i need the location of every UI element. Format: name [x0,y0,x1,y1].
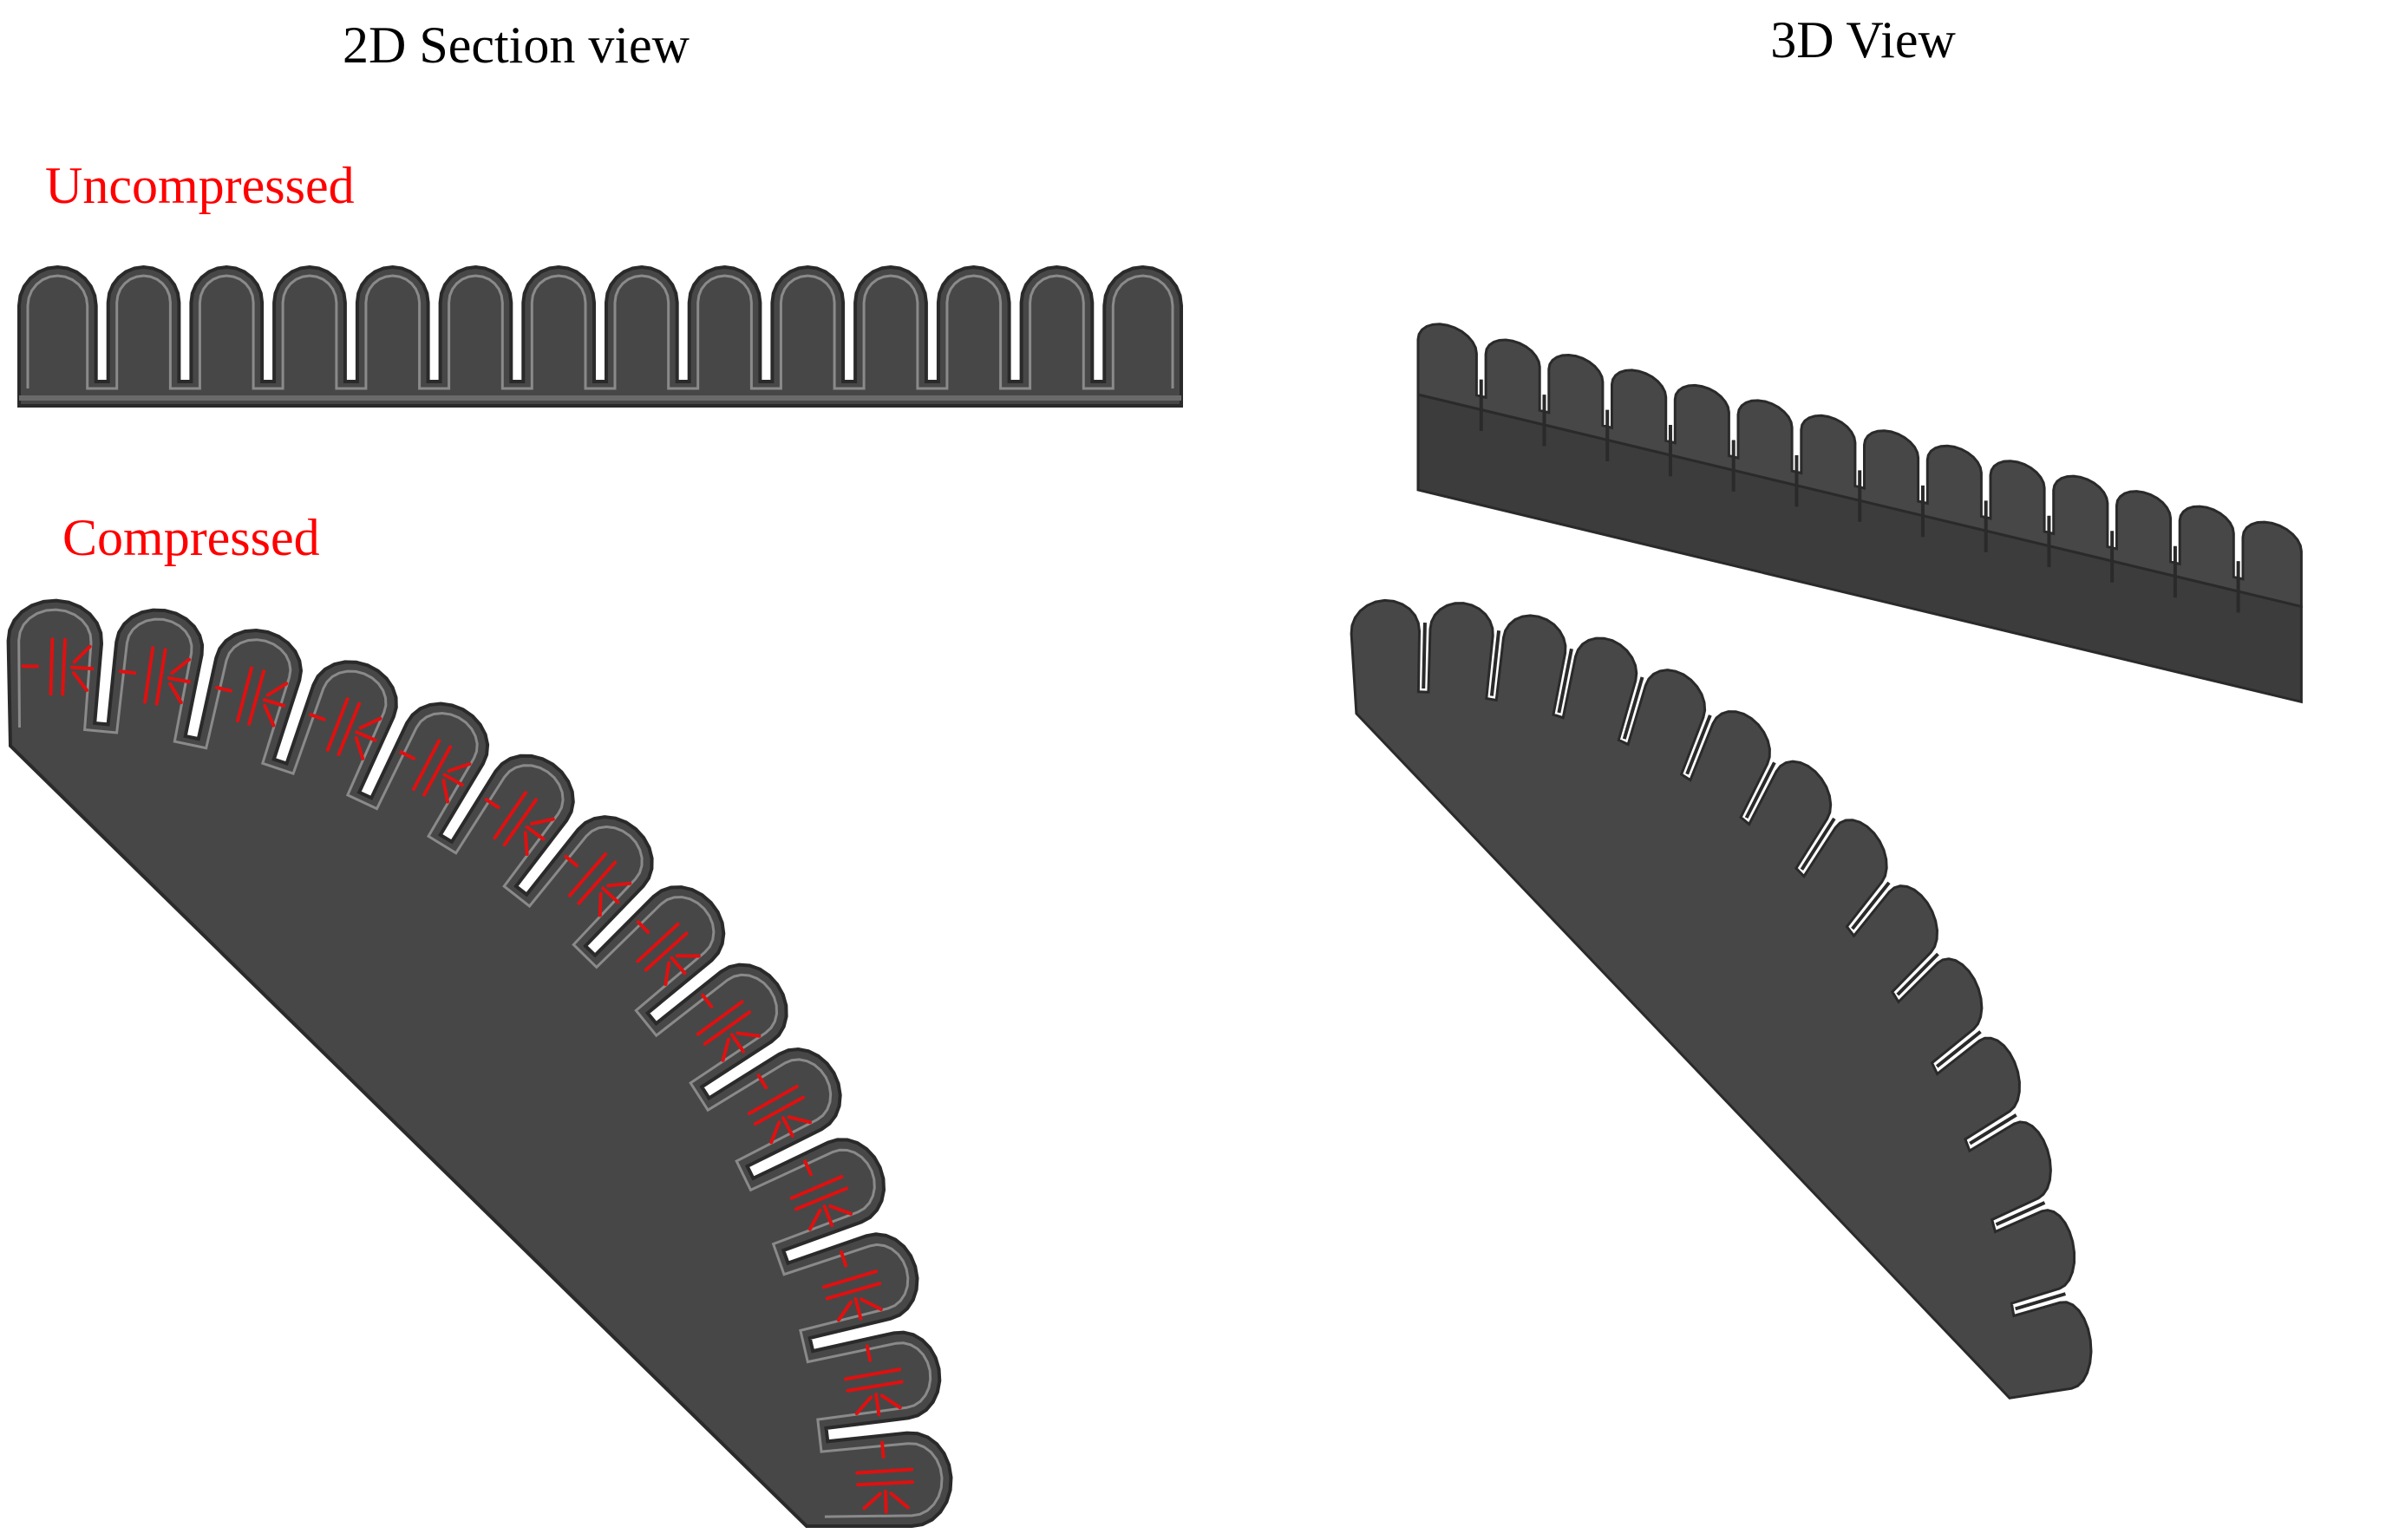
uncompressed-3d-view [1416,323,2303,704]
pressure-arrow [821,1250,883,1322]
pressure-arrow [844,1344,904,1417]
pressure-arrow [696,993,762,1062]
heading-2d-section-view: 2D Section view [343,16,690,74]
pressure-arrow [21,637,95,696]
pressure-arrow [855,1440,915,1514]
label-compressed: Compressed [62,509,320,566]
heading-3d-view: 3D View [1770,11,1956,69]
pressure-arrow [564,852,632,917]
bent-3d-slit [1969,1113,2017,1145]
pressure-arrow [309,697,382,760]
uncompressed-section-inner-wall [26,274,1174,390]
bent-3d-slit [2015,1292,2066,1311]
bent-3d-slit [1995,1201,2046,1227]
pressure-arrow [215,666,289,728]
compressed-2d-section [6,598,953,1528]
bent-3d-slit [1800,817,1836,871]
uncompressed-2d-section [17,264,1183,408]
compressed-section-body [6,598,953,1528]
straight-3d-top-profile [1416,323,2303,609]
pressure-arrow [484,791,555,857]
pressure-arrow [789,1159,853,1231]
bent-3d-slit [1896,952,1939,996]
pressure-arrow [399,739,472,804]
bent-3d-slit [1935,1030,1982,1068]
pressure-arrow [636,920,701,987]
label-uncompressed: Uncompressed [45,157,355,214]
bent-3d-slit [1422,622,1427,689]
bent-3d-slit [1685,715,1712,775]
compressed-section-inner-wall [17,608,944,1518]
pressure-arrow [748,1073,813,1145]
uncompressed-section-base-layer [19,395,1181,401]
bent-3d-slit [1557,648,1573,714]
uncompressed-section-body [17,264,1183,408]
bent-3d-slit [1744,761,1776,819]
pressure-arrow [118,646,192,706]
compressed-3d-view [1350,598,2093,1400]
bent-3d-slit [1489,630,1501,696]
bent-3d-slit [1851,881,1891,930]
bent-3d-body [1350,598,2093,1400]
bent-3d-slit [1622,676,1644,740]
